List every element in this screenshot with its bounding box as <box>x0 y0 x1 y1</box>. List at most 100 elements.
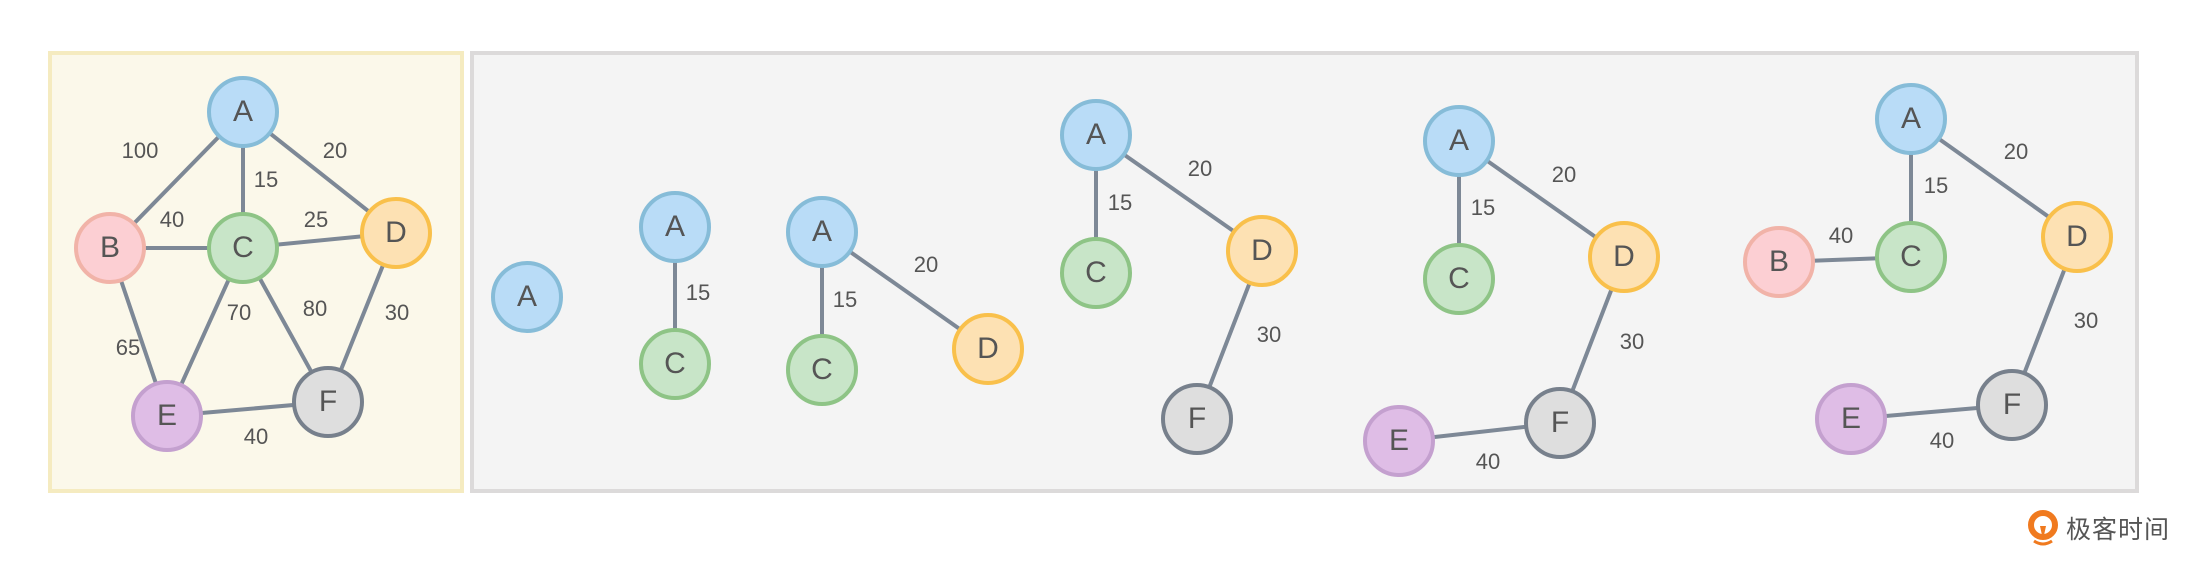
edge-weight-A-D: 20 <box>1188 156 1212 181</box>
edge-weight-D-F: 30 <box>1257 322 1281 347</box>
edge-weight-B-C: 40 <box>160 207 184 232</box>
step-4: 15 20 30 A C D F <box>1060 99 1298 455</box>
edge-weight-E-F: 40 <box>244 424 268 449</box>
node-label: E <box>1389 424 1409 457</box>
node-circle <box>639 191 711 263</box>
edge-weight-A-C: 15 <box>1108 190 1132 215</box>
node-label: A <box>1901 102 1921 135</box>
node-E: E <box>1363 405 1435 477</box>
node-label: A <box>517 280 537 313</box>
node-circle <box>292 366 364 438</box>
node-A: A <box>491 261 563 333</box>
node-label: F <box>319 385 337 418</box>
node-circle <box>1060 237 1132 309</box>
edge-weight-C-D: 25 <box>304 207 328 232</box>
node-label: E <box>157 399 177 432</box>
node-circle <box>1060 99 1132 171</box>
edge-weight-A-B: 100 <box>122 138 159 163</box>
node-circle <box>1743 226 1815 298</box>
edge-weight-A-D: 20 <box>914 252 938 277</box>
node-label: C <box>1900 240 1922 273</box>
edge-weight-D-F: 30 <box>385 300 409 325</box>
edge-weight-A-D: 20 <box>1552 162 1576 187</box>
node-label: D <box>385 216 407 249</box>
node-label: C <box>232 231 254 264</box>
geektime-logo-icon <box>2028 510 2058 546</box>
node-label: F <box>1188 402 1206 435</box>
node-F: F <box>292 366 364 438</box>
node-label: F <box>2003 388 2021 421</box>
node-F: F <box>1161 383 1233 455</box>
node-E: E <box>1815 383 1887 455</box>
node-D: D <box>360 197 432 269</box>
node-C: C <box>786 334 858 406</box>
node-A: A <box>1060 99 1132 171</box>
node-circle <box>1875 83 1947 155</box>
node-B: B <box>74 212 146 284</box>
node-C: C <box>207 212 279 284</box>
edge-weight-D-F: 30 <box>2074 308 2098 333</box>
node-label: A <box>233 95 253 128</box>
node-label: D <box>977 332 999 365</box>
node-F: F <box>1524 387 1596 459</box>
step-2: 15 A C <box>639 191 711 400</box>
node-D: D <box>1226 215 1298 287</box>
edge-weight-A-C: 15 <box>1924 173 1948 198</box>
node-label: A <box>1449 124 1469 157</box>
node-C: C <box>1423 243 1495 315</box>
node-circle <box>131 380 203 452</box>
node-B: B <box>1743 226 1815 298</box>
step-6: 15 20 40 30 40 A B C D E F <box>1743 83 2113 455</box>
node-D: D <box>2041 201 2113 273</box>
edge-weight-D-F: 30 <box>1620 329 1644 354</box>
node-C: C <box>1060 237 1132 309</box>
node-circle <box>1524 387 1596 459</box>
node-F: F <box>1976 369 2048 441</box>
node-label: E <box>1841 402 1861 435</box>
node-label: C <box>1085 256 1107 289</box>
node-circle <box>491 261 563 333</box>
node-label: F <box>1551 406 1569 439</box>
geektime-logo: 极客时间 <box>2026 510 2170 546</box>
edge-weight-A-C: 15 <box>833 287 857 312</box>
edge-weight-B-C: 40 <box>1829 223 1853 248</box>
node-circle <box>2041 201 2113 273</box>
node-circle <box>952 313 1024 385</box>
node-A: A <box>639 191 711 263</box>
node-label: D <box>1251 234 1273 267</box>
edge-weight-E-F: 40 <box>1930 428 1954 453</box>
node-circle <box>639 328 711 400</box>
edge-weight-C-E: 70 <box>227 300 251 325</box>
node-circle <box>1588 221 1660 293</box>
edge-weight-A-C: 15 <box>254 167 278 192</box>
node-circle <box>1976 369 2048 441</box>
edge-weight-B-E: 65 <box>116 335 140 360</box>
step-3: 15 20 A C D <box>786 196 1024 406</box>
node-label: D <box>1613 240 1635 273</box>
edge-weight-A-D: 20 <box>323 138 347 163</box>
node-label: C <box>1448 262 1470 295</box>
edge-weight-A-C: 15 <box>686 280 710 305</box>
node-circle <box>207 212 279 284</box>
node-circle <box>1363 405 1435 477</box>
node-label: D <box>2066 220 2088 253</box>
node-C: C <box>639 328 711 400</box>
node-D: D <box>1588 221 1660 293</box>
node-label: A <box>665 210 685 243</box>
node-label: B <box>100 231 120 264</box>
node-circle <box>786 334 858 406</box>
node-label: B <box>1769 245 1789 278</box>
edge-weight-C-F: 80 <box>303 296 327 321</box>
node-A: A <box>786 196 858 268</box>
node-A: A <box>1423 105 1495 177</box>
node-A: A <box>1875 83 1947 155</box>
node-label: C <box>811 353 833 386</box>
edge-weight-A-D: 20 <box>2004 139 2028 164</box>
node-circle <box>1423 243 1495 315</box>
node-A: A <box>207 76 279 148</box>
edge-weight-A-C: 15 <box>1471 195 1495 220</box>
node-C: C <box>1875 221 1947 293</box>
node-circle <box>1875 221 1947 293</box>
